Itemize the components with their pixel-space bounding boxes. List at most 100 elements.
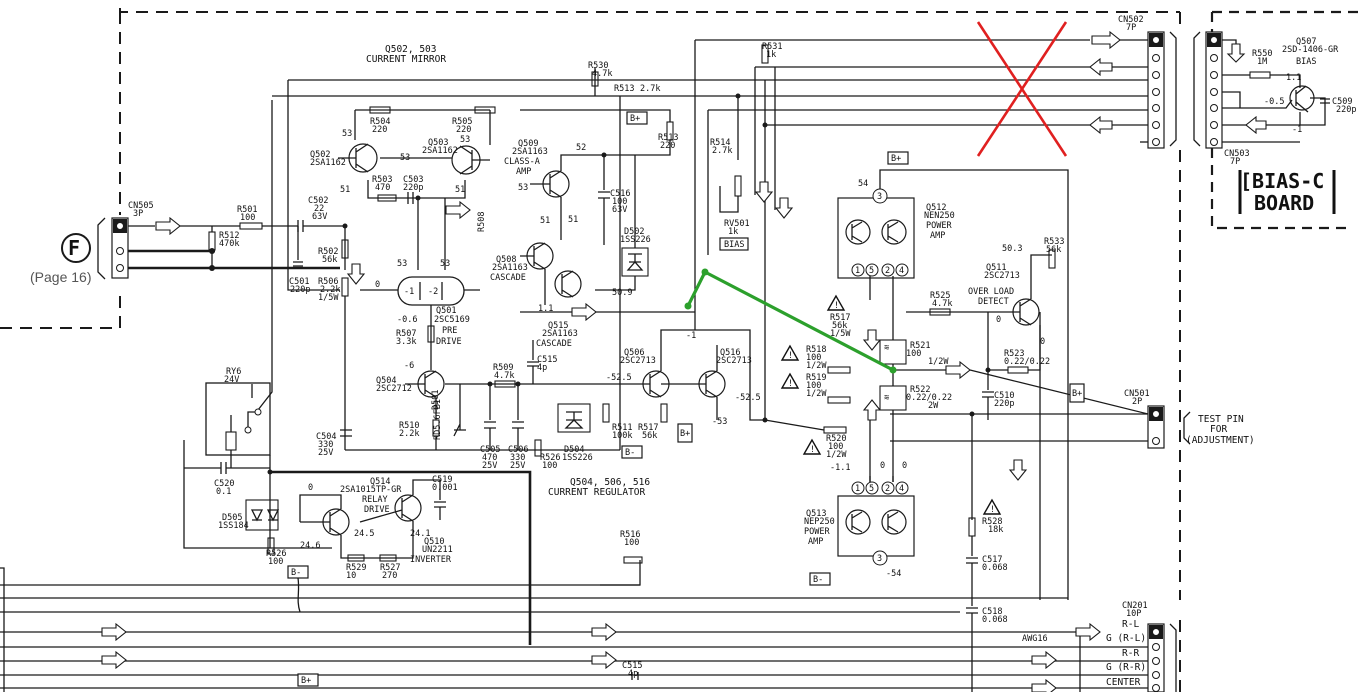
r518-ref: R517 [830, 313, 850, 323]
q501-pre-drive: -1 -2 0 53 53 -0.6 Q501 2SC5169 PRE DRIV… [360, 259, 480, 370]
r531-val: 4.7k [592, 69, 612, 79]
v-q515-e: 1.1 [538, 304, 553, 314]
v-q515-c: 50.9 [612, 288, 632, 298]
current-mirror: Q502, 503 CURRENT MIRROR R504 220 R505 2… [310, 44, 496, 270]
v-q514-c: 24.6 [300, 541, 320, 551]
r518-rating: 1/5W [830, 329, 851, 339]
q510-ref: Q510 [424, 537, 444, 547]
r533-ref: R533 [1044, 237, 1064, 247]
q511-role2: DETECT [978, 297, 1009, 307]
cn501-connector: CN501 2P [1124, 389, 1191, 449]
r511-ref: R511 [612, 423, 632, 433]
cn201-label-1: G (R-L) [1106, 633, 1146, 644]
q507-role: BIAS [1296, 57, 1316, 67]
relay-drive: Q514 2SA1015TP-GR RELAY DRIVE 0 24.6 24.… [287, 475, 458, 613]
page-letter: F [68, 236, 80, 260]
c509-val: 220p [994, 399, 1014, 409]
v-q502-c: 51 [340, 185, 350, 195]
bplus-label-4: B+ [1072, 389, 1082, 399]
r521-ref: R520 [826, 434, 846, 444]
v-q502-e: 53 [342, 129, 352, 139]
q509-part: 2SA1163 [512, 147, 548, 157]
c520-ref: C520 [214, 479, 234, 489]
q503-ref: Q503 [428, 138, 448, 148]
q509-role2: AMP [516, 167, 531, 177]
c504-val: 330 [318, 440, 333, 450]
q515-role: CASCADE [536, 339, 572, 349]
v-q507-e: -0.5 [1264, 97, 1284, 107]
q503-part: 2SA1162 [422, 146, 458, 156]
r513-val: 220 [660, 141, 675, 151]
cn503-pins: 7P [1230, 157, 1240, 167]
c506-ref: C506 [508, 445, 528, 455]
board-outline [0, 8, 1181, 692]
v-q503-c: 51 [455, 185, 465, 195]
r532-ref: R531 [762, 42, 782, 52]
current-mirror-ref: Q502, 503 [385, 44, 436, 55]
cn501-pins: 2P [1132, 397, 1142, 407]
c502-rating: 63V [312, 212, 327, 222]
v-q503-e: 53 [460, 135, 470, 145]
bplus-label-3: B+ [891, 154, 901, 164]
q511-overload: Q511 2SC2713 OVER LOAD DETECT 50.3 0 0 R… [890, 237, 1148, 481]
q508-part: 2SA1163 [492, 263, 528, 273]
q509-ref: Q509 [518, 139, 538, 149]
c506-rating: 25V [510, 461, 525, 471]
svg-text:5: 5 [869, 266, 874, 276]
rv501-val: 1k [728, 227, 738, 237]
svg-text:!: ! [788, 351, 793, 361]
relay-ref: RY6 [226, 367, 241, 377]
q501-role1: PRE [442, 326, 457, 336]
d502-part: 1SS226 [562, 453, 593, 463]
bminus-label-1: B- [625, 448, 635, 458]
v-q503-b: 53 [400, 153, 410, 163]
v-q511-b: 0 [996, 315, 1001, 325]
c507-val: 220p [1336, 105, 1356, 115]
v-q513-b: -1.1 [830, 463, 850, 473]
input-stage: R501 100 C502 22 63V R512 470k C501 220p… [128, 196, 366, 450]
r525-ref: R525 [930, 291, 950, 301]
q512-role2: AMP [930, 231, 945, 241]
v-q511-e: 0 [1040, 337, 1045, 347]
r504-ref: R504 [370, 117, 390, 127]
warning-icon: ! [826, 294, 846, 311]
v-q501-e: -0.6 [397, 315, 417, 325]
c520-val: 0.1 [216, 487, 231, 497]
warning-icon: ! [780, 372, 800, 389]
r507-val: 3.3k [396, 337, 416, 347]
q513-part: NEP250 [804, 517, 835, 527]
v-q512-c: 54 [858, 179, 868, 189]
d501-ref: D501 [431, 390, 441, 410]
q502-part: 2SA1162 [310, 158, 346, 168]
q504-part: 2SC2712 [376, 384, 412, 394]
v-q516-c: -53 [712, 417, 727, 427]
r515-val: 2.7k [712, 146, 732, 156]
q511-role1: OVER LOAD [968, 287, 1014, 297]
r519-rating: 1/2W [806, 361, 827, 371]
v-q509-c: 51 [568, 215, 578, 225]
v-q507-c: -1 [1292, 125, 1302, 135]
test-pin-line3: (ADJUSTMENT) [1186, 435, 1255, 446]
cn503-connector: CN503 7P [1193, 31, 1250, 167]
page-reference[interactable]: F (Page 16) [30, 233, 91, 285]
svg-text:-1: -1 [404, 287, 414, 297]
r505-ref: R505 [452, 117, 472, 127]
c517-ref: C517 [982, 555, 1002, 565]
r524-ref: R523 [1004, 349, 1024, 359]
c515-ref: C515 [622, 661, 642, 671]
cn505-ref: CN505 [128, 201, 154, 211]
svg-text:1: 1 [855, 484, 860, 494]
d505-ref: D505 [222, 513, 242, 523]
r517-ref: R516 [620, 530, 640, 540]
v-q510: 24.1 [410, 529, 430, 539]
r520-val: 100 [806, 381, 821, 391]
q515-part: 2SA1163 [542, 329, 578, 339]
svg-text:3: 3 [877, 192, 882, 202]
q516-part: 2SC2713 [716, 356, 752, 366]
r508-ref: R508 [477, 212, 487, 232]
current-regulator-desc: CURRENT REGULATOR [548, 487, 646, 498]
r526-ref: R526 [266, 549, 286, 559]
r532-val: 1k [766, 50, 776, 60]
warning-icons: ! ! ! ! ! [780, 294, 1002, 515]
r513-ref: R513 [658, 133, 678, 143]
